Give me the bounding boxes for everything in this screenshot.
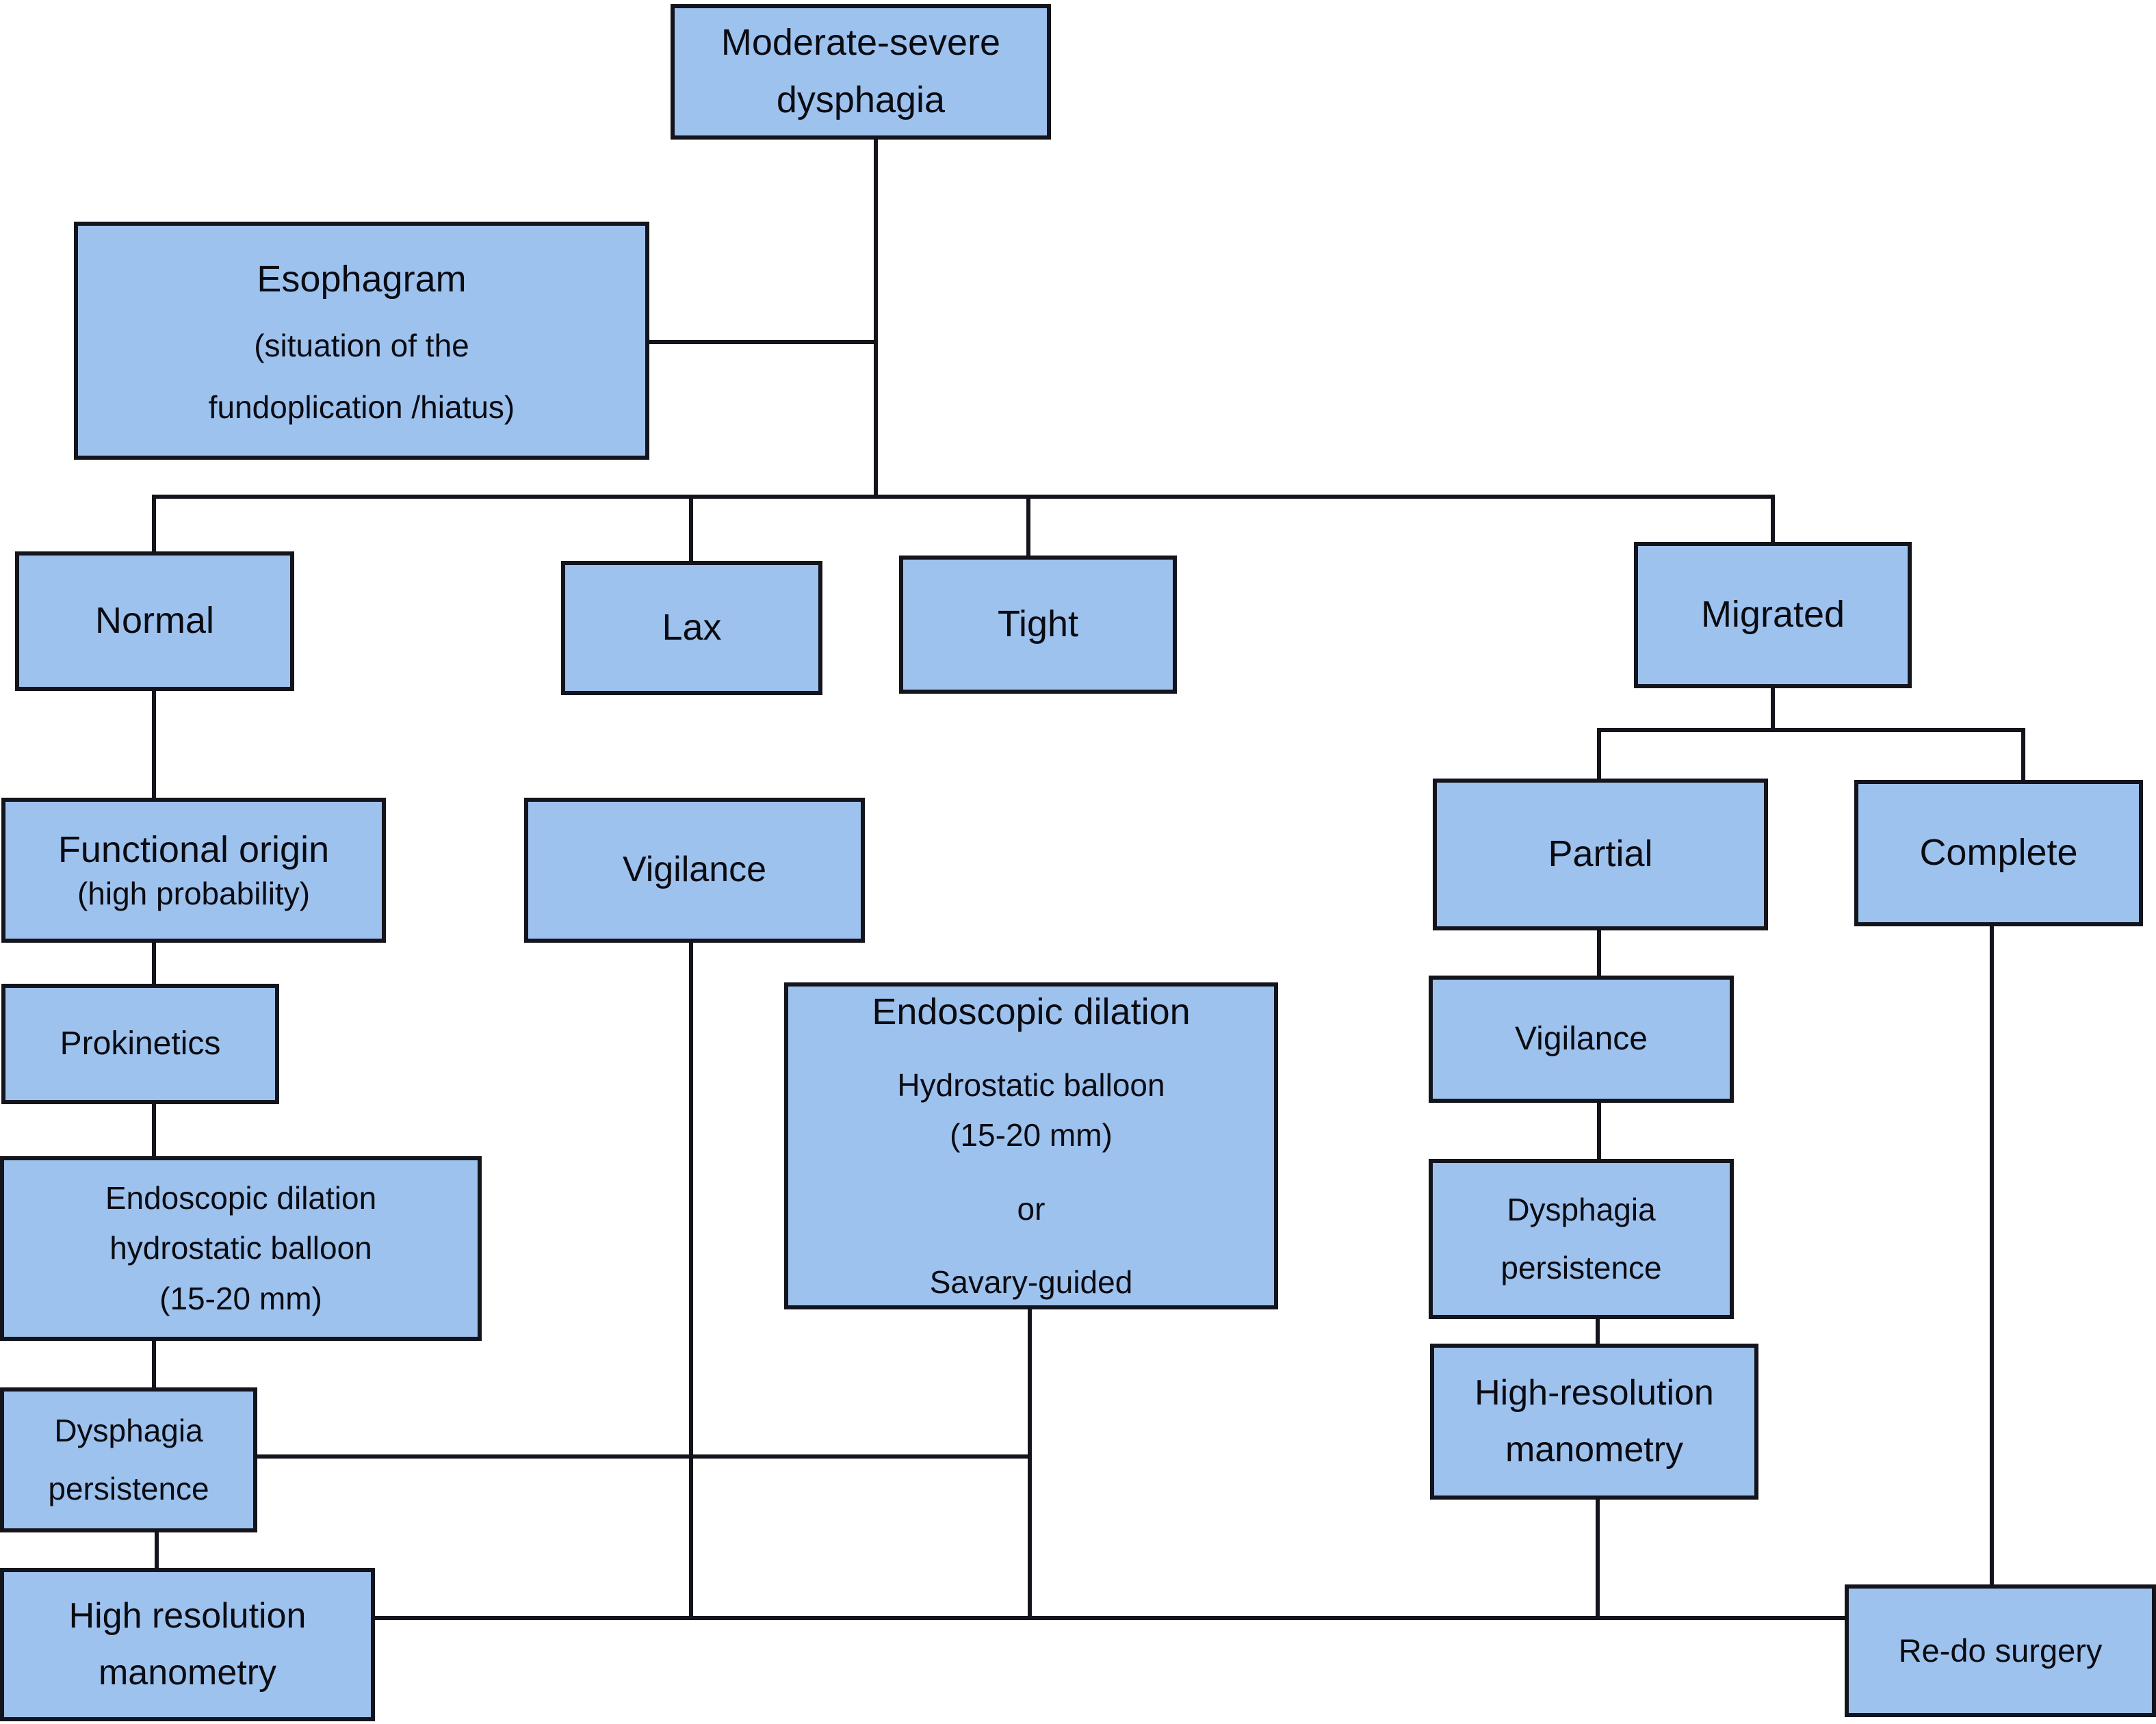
node-label: Prokinetics xyxy=(60,1026,221,1062)
connector-esophagram-horizontal xyxy=(649,340,876,344)
connector-normal-to-functional xyxy=(152,690,156,800)
connector-branch-to-tight xyxy=(1026,495,1030,559)
node-dysphagia-persistence-left: Dysphagia persistence xyxy=(0,1387,257,1532)
node-high-resolution-manometry-partial: High-resolution manometry xyxy=(1430,1344,1758,1500)
node-label: High-resolution xyxy=(1475,1372,1714,1413)
node-label: Vigilance xyxy=(622,850,767,890)
node-complete: Complete xyxy=(1854,780,2143,926)
connector-dilation-tight-down xyxy=(1028,1308,1032,1620)
node-label: Lax xyxy=(662,607,722,649)
node-label: Dysphagia xyxy=(1507,1191,1656,1227)
connector-dysphagia-horizontal xyxy=(257,1454,1032,1459)
node-label: Dysphagia xyxy=(54,1412,203,1448)
node-label: Endoscopic dilation xyxy=(105,1179,377,1216)
node-label: persistence xyxy=(48,1471,209,1506)
node-vigilance-partial: Vigilance xyxy=(1429,976,1734,1103)
connector-partial-to-vigilance xyxy=(1597,929,1601,978)
connector-branch-to-lax xyxy=(689,495,693,564)
connector-bracket-to-partial xyxy=(1597,728,1601,781)
node-label: Esophagram xyxy=(257,258,467,300)
connector-functional-to-prokinetics xyxy=(152,941,156,987)
connector-stem-vertical xyxy=(874,140,878,499)
node-migrated: Migrated xyxy=(1634,542,1912,688)
node-label: (high probability) xyxy=(77,876,311,912)
node-label: persistence xyxy=(1501,1250,1662,1285)
node-endoscopic-dilation-normal: Endoscopic dilation hydrostatic balloon … xyxy=(0,1156,482,1341)
node-label: Partial xyxy=(1548,833,1653,875)
node-prokinetics: Prokinetics xyxy=(1,984,279,1104)
node-label: Re-do surgery xyxy=(1898,1632,2103,1669)
connector-branch-horizontal xyxy=(152,495,1775,499)
node-label: (15-20 mm) xyxy=(159,1280,322,1316)
connector-branch-to-normal xyxy=(152,495,156,555)
connector-migrated-to-bracket xyxy=(1771,687,1775,732)
node-vigilance-lax: Vigilance xyxy=(524,798,865,943)
connector-manometry-partial-down xyxy=(1596,1498,1600,1619)
connector-bracket-horizontal xyxy=(1597,728,2025,732)
connector-bracket-to-complete xyxy=(2021,728,2025,783)
connector-bottom-horizontal xyxy=(375,1616,1846,1620)
node-label: or xyxy=(1017,1190,1045,1227)
node-tight: Tight xyxy=(899,556,1177,694)
node-dysphagia-persistence-partial: Dysphagia persistence xyxy=(1429,1159,1734,1319)
node-label: dysphagia xyxy=(776,79,946,120)
node-label: High resolution xyxy=(68,1595,307,1636)
connector-branch-to-migrated xyxy=(1771,495,1775,545)
node-label: fundoplication /hiatus) xyxy=(208,389,515,425)
node-normal: Normal xyxy=(15,551,294,691)
connector-dilation-to-dysphagia xyxy=(152,1340,156,1390)
node-label: Savary-guided xyxy=(929,1264,1133,1301)
node-moderate-severe-dysphagia: Moderate-severe dysphagia xyxy=(671,4,1051,140)
connector-prokinetics-to-dilation xyxy=(152,1103,156,1159)
node-functional-origin: Functional origin (high probability) xyxy=(1,798,386,943)
node-esophagram: Esophagram (situation of the fundoplicat… xyxy=(74,222,649,460)
node-label: hydrostatic balloon xyxy=(109,1230,372,1266)
node-partial: Partial xyxy=(1433,779,1768,930)
node-label: (situation of the xyxy=(254,327,469,363)
node-endoscopic-dilation-tight: Endoscopic dilation Hydrostatic balloon … xyxy=(784,982,1278,1309)
node-lax: Lax xyxy=(561,561,822,695)
node-label: Moderate-severe xyxy=(720,22,1001,64)
connector-dysphagia-to-manometry xyxy=(155,1531,159,1571)
node-label: Endoscopic dilation xyxy=(872,991,1191,1032)
node-redo-surgery: Re-do surgery xyxy=(1845,1584,2156,1717)
connector-vigilance-to-dysphagia-partial xyxy=(1597,1101,1601,1162)
node-label: Migrated xyxy=(1700,594,1845,636)
node-label: Functional origin xyxy=(57,829,330,870)
node-label: Normal xyxy=(94,600,215,642)
node-label: Tight xyxy=(997,603,1079,645)
node-label: Complete xyxy=(1919,832,2078,874)
node-label: Hydrostatic balloon xyxy=(897,1067,1165,1103)
connector-vigilance-lax-down xyxy=(689,941,693,1620)
node-label: (15-20 mm) xyxy=(950,1117,1113,1153)
connector-complete-to-redo xyxy=(1990,925,1994,1587)
node-label: manometry xyxy=(98,1653,277,1693)
node-high-resolution-manometry-left: High resolution manometry xyxy=(0,1568,375,1721)
node-label: Vigilance xyxy=(1515,1021,1648,1057)
connector-dysphagia-to-manometry-partial xyxy=(1596,1318,1600,1346)
node-label: manometry xyxy=(1505,1430,1684,1470)
